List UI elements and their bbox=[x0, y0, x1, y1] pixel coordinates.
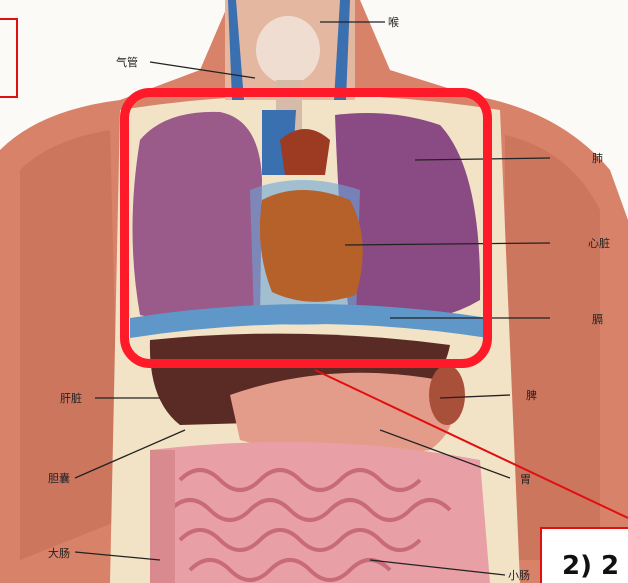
label-stomach: 胃 bbox=[520, 471, 531, 487]
label-diaphragm: 膈 bbox=[592, 311, 603, 327]
large-intestine-band bbox=[150, 450, 175, 583]
torso-shading-left bbox=[20, 130, 120, 560]
torso-shading-right bbox=[505, 135, 600, 560]
label-liver: 肝脏 bbox=[60, 390, 82, 406]
callout-text: 2) 2 bbox=[562, 551, 619, 581]
thyroid bbox=[256, 16, 320, 84]
left-edge-frame bbox=[0, 18, 18, 98]
label-gallbladder: 胆囊 bbox=[48, 470, 70, 486]
label-heart: 心脏 bbox=[588, 235, 610, 251]
label-small-intestine: 小肠 bbox=[508, 567, 530, 583]
chest-highlight-frame bbox=[120, 88, 492, 368]
label-lung: 肺 bbox=[592, 150, 603, 166]
label-trachea: 气管 bbox=[116, 54, 138, 70]
label-throat: 喉 bbox=[388, 14, 399, 30]
label-large-intestine: 大肠 bbox=[48, 545, 70, 561]
label-spleen: 脾 bbox=[526, 387, 537, 403]
spleen-organ bbox=[429, 365, 465, 425]
